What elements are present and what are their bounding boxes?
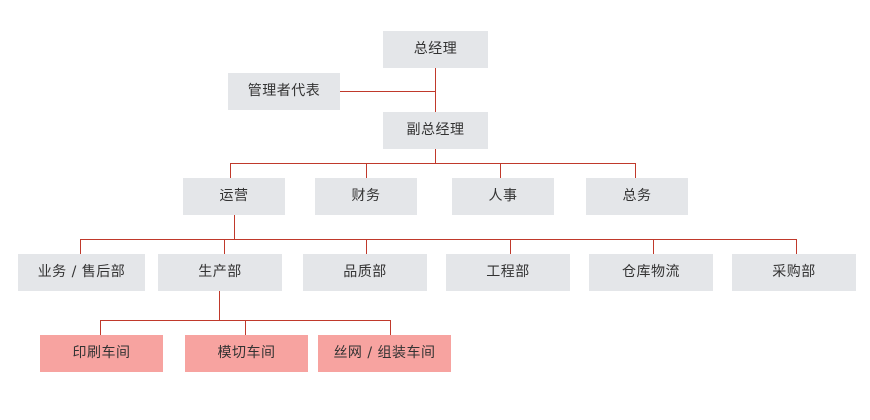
connector-drop-purchasing <box>796 239 797 254</box>
connector-drop-operations <box>230 163 231 178</box>
connector-mgmt-rep-to-trunk <box>340 91 436 92</box>
node-finance[interactable]: 财务 <box>315 178 417 215</box>
node-quality[interactable]: 品质部 <box>303 254 427 291</box>
node-purchasing[interactable]: 采购部 <box>732 254 856 291</box>
node-engineering[interactable]: 工程部 <box>446 254 570 291</box>
connector-level3-bus <box>80 239 796 240</box>
node-printing-workshop[interactable]: 印刷车间 <box>40 335 163 372</box>
node-sales-aftersales[interactable]: 业务 / 售后部 <box>18 254 145 291</box>
connector-drop-screen-assembly-workshop <box>390 320 391 335</box>
connector-drop-warehouse-logistics <box>653 239 654 254</box>
node-management-representative[interactable]: 管理者代表 <box>228 73 340 110</box>
connector-drop-hr <box>500 163 501 178</box>
connector-deputy-to-level2-bus <box>435 148 436 163</box>
node-production[interactable]: 生产部 <box>158 254 282 291</box>
node-general-manager[interactable]: 总经理 <box>383 31 488 68</box>
connector-drop-diecutting-workshop <box>245 320 246 335</box>
node-diecutting-workshop[interactable]: 模切车间 <box>185 335 308 372</box>
connector-gm-to-deputy <box>435 68 436 112</box>
node-general-affairs[interactable]: 总务 <box>586 178 688 215</box>
connector-level2-bus <box>230 163 635 164</box>
connector-drop-quality <box>366 239 367 254</box>
connector-drop-general-affairs <box>635 163 636 178</box>
connector-drop-finance <box>366 163 367 178</box>
node-hr[interactable]: 人事 <box>452 178 554 215</box>
node-operations[interactable]: 运营 <box>183 178 285 215</box>
node-deputy-general-manager[interactable]: 副总经理 <box>383 112 488 149</box>
connector-drop-production <box>224 239 225 254</box>
connector-operations-to-level3-bus <box>234 214 235 239</box>
connector-drop-printing-workshop <box>100 320 101 335</box>
node-warehouse-logistics[interactable]: 仓库物流 <box>589 254 713 291</box>
connector-production-to-level4-bus <box>219 290 220 320</box>
node-screen-assembly-workshop[interactable]: 丝网 / 组装车间 <box>318 335 451 372</box>
connector-drop-engineering <box>510 239 511 254</box>
connector-drop-sales-aftersales <box>80 239 81 254</box>
